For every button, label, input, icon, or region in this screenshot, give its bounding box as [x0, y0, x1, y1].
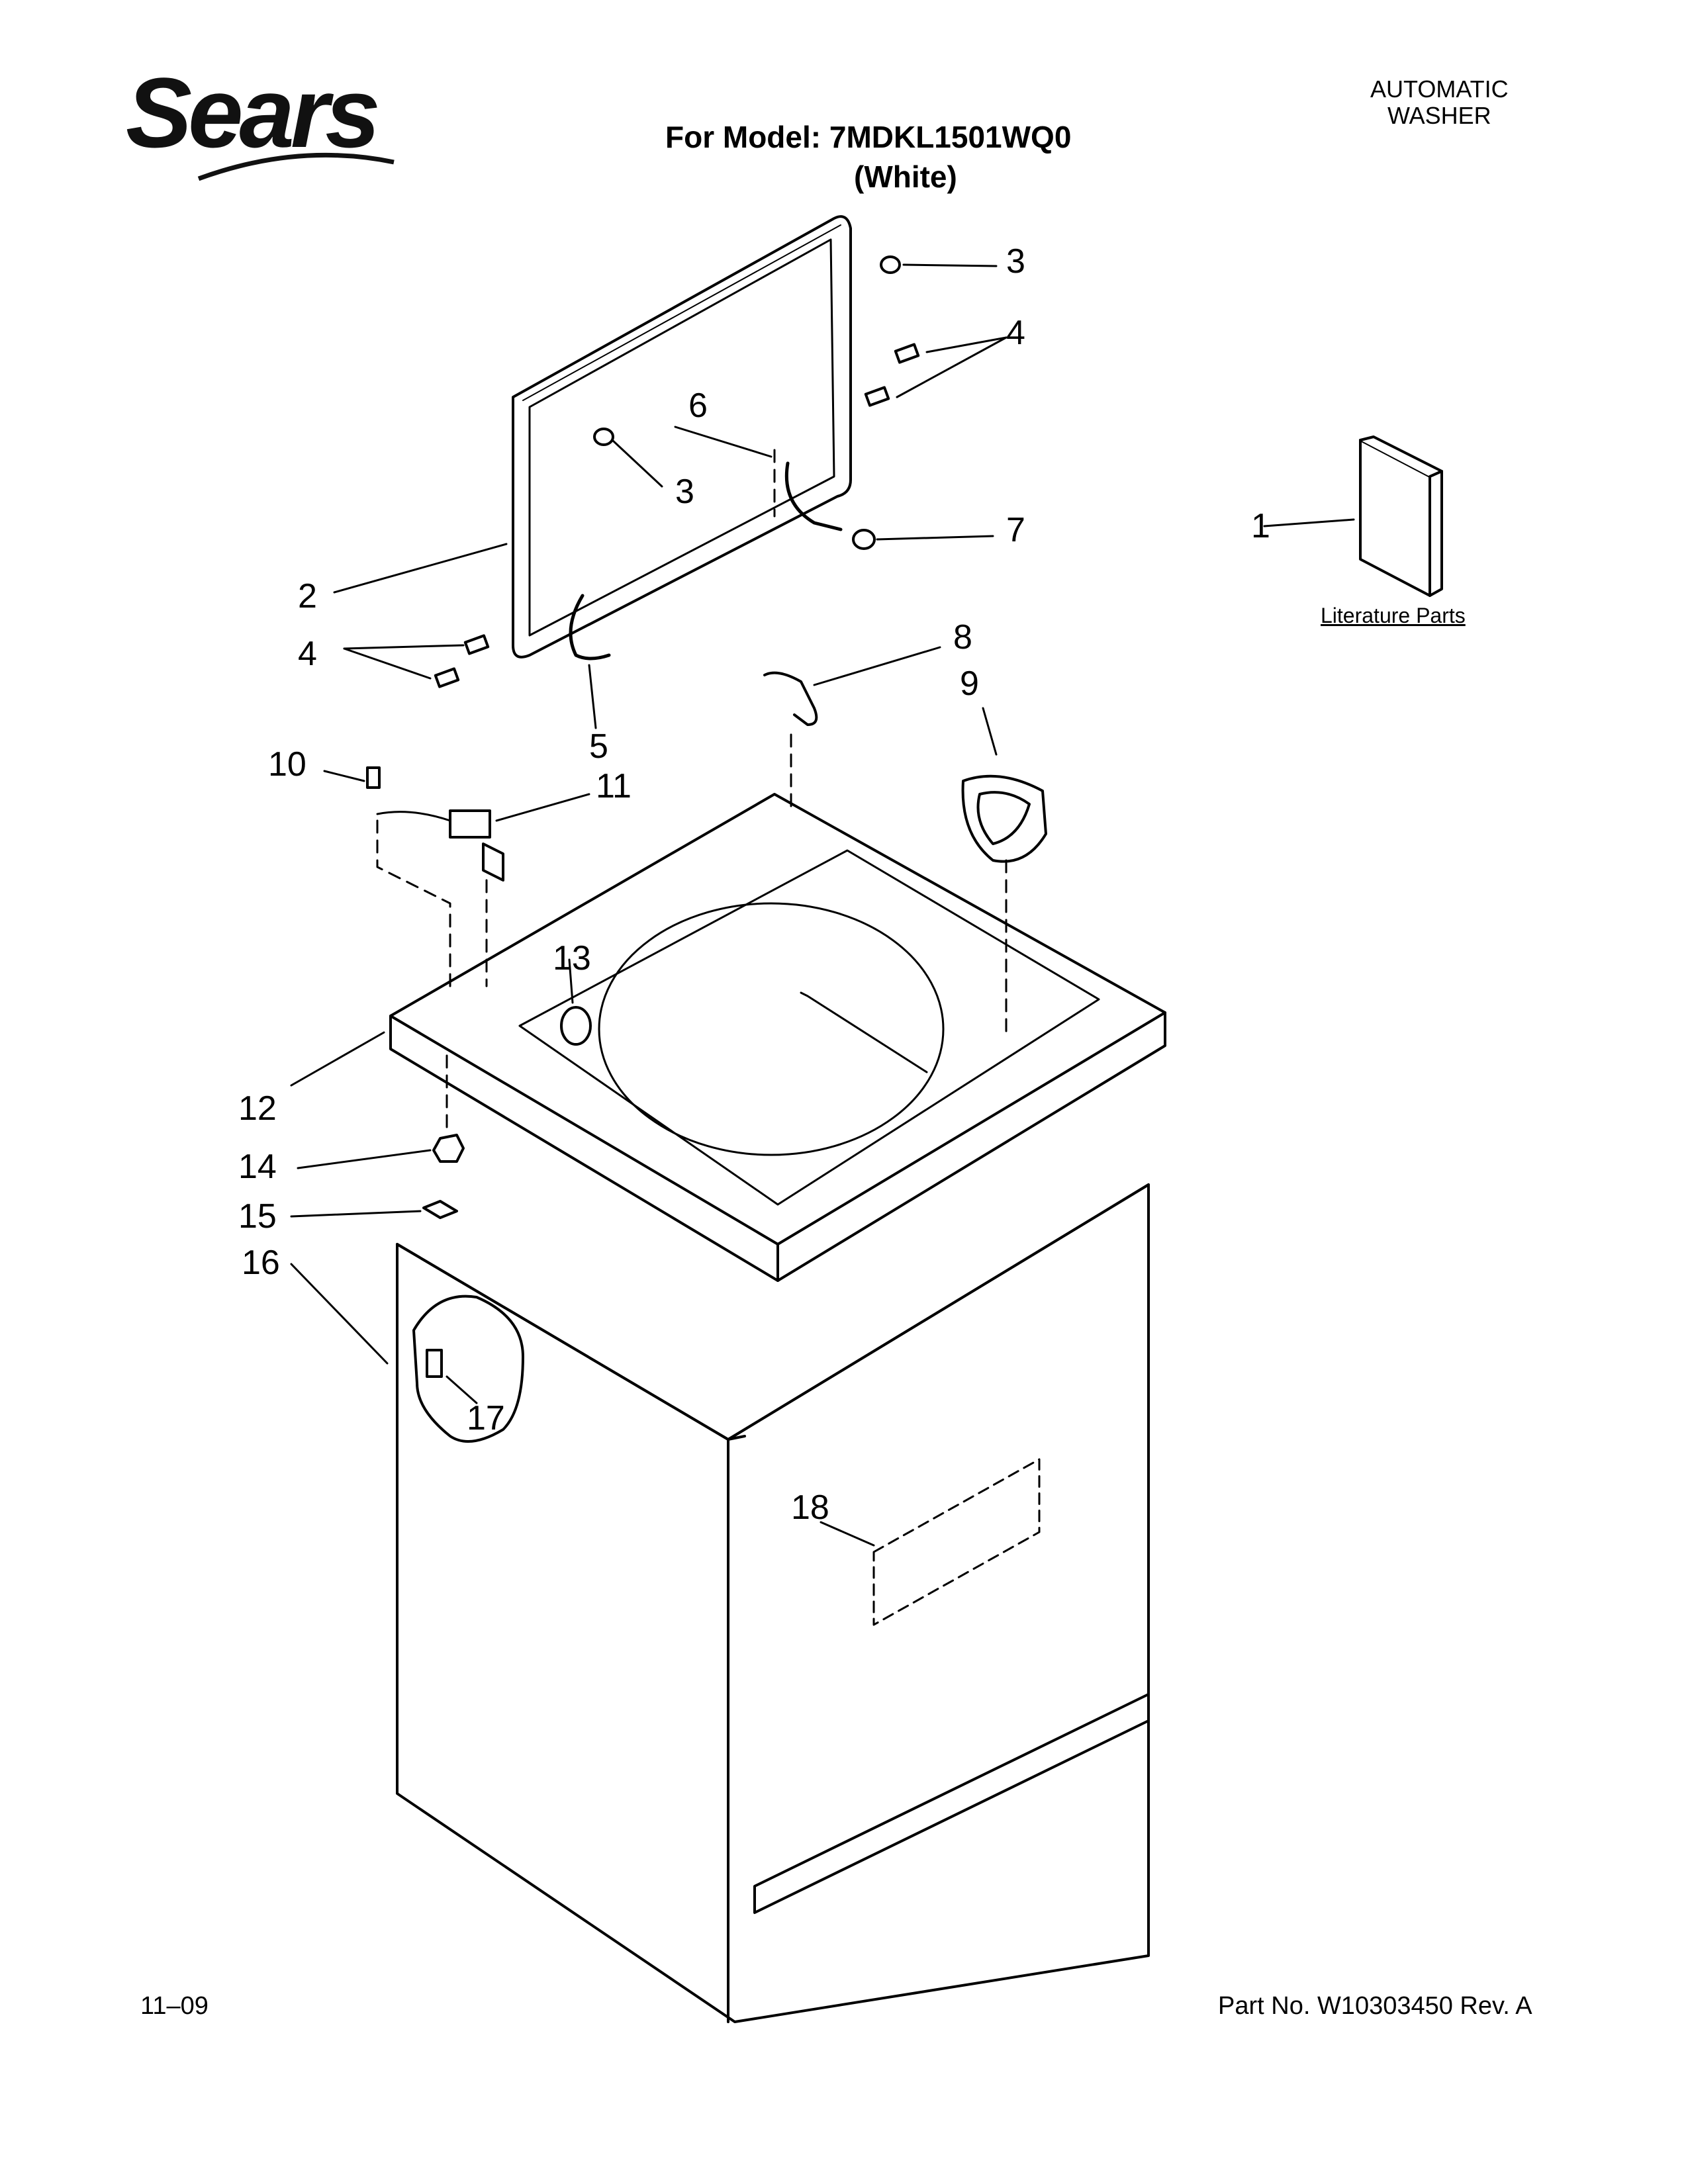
callout-12: 12 — [238, 1089, 277, 1128]
model-color: (White) — [854, 159, 957, 194]
literature-booklet-part — [1359, 435, 1443, 597]
callout-7: 7 — [1006, 511, 1025, 549]
top-panel-part — [389, 793, 1166, 1282]
hinge-rod-part — [569, 594, 611, 660]
callout-4-right: 4 — [1006, 314, 1025, 352]
hinge-screw-part — [864, 386, 890, 407]
callout-13: 13 — [553, 939, 591, 978]
callout-9: 9 — [960, 664, 979, 703]
clip-part — [422, 1200, 458, 1219]
callout-15: 15 — [238, 1197, 277, 1236]
callout-8: 8 — [953, 618, 972, 657]
document-type-line2: WASHER — [1387, 102, 1491, 129]
revision-date: 11–09 — [140, 1992, 209, 2020]
cabinet-cutaway — [412, 1295, 524, 1443]
lid-switch-part — [449, 809, 491, 839]
callout-3-upper: 3 — [1006, 242, 1025, 281]
callout-2: 2 — [298, 577, 317, 615]
callout-18: 18 — [791, 1488, 829, 1527]
grommet-part — [560, 1006, 592, 1046]
hinge-screw-part — [434, 667, 460, 688]
callout-1: 1 — [1251, 507, 1270, 545]
callout-4-left: 4 — [298, 635, 317, 673]
lid-bumper-part — [593, 428, 614, 446]
callout-3-lower: 3 — [675, 473, 694, 511]
leader-lines — [290, 263, 1355, 1547]
hinge-rod-upper-part — [784, 461, 843, 531]
document-type-line1: AUTOMATIC — [1370, 75, 1509, 103]
dispenser-cup-part — [961, 774, 1047, 863]
model-title: For Model: 7MDKL1501WQ0 — [665, 120, 1072, 154]
cabinet-part — [396, 1183, 1150, 2023]
callout-numbers: 1 2 3 3 4 4 5 6 7 8 9 10 11 12 13 14 15 … — [238, 242, 1270, 1527]
callout-16: 16 — [242, 1244, 280, 1282]
energy-label-part — [872, 1458, 1041, 1626]
lid-switch-wire — [376, 811, 451, 822]
callout-17: 17 — [467, 1399, 505, 1437]
hinge-screw-part — [463, 634, 490, 655]
callout-10: 10 — [268, 745, 306, 784]
sears-logo: Sears — [126, 63, 404, 185]
cabinet-screw-part — [426, 1349, 443, 1378]
lid-switch-screw-part — [366, 766, 381, 789]
callout-5: 5 — [589, 727, 608, 766]
brand-wordmark: Sears — [126, 57, 381, 168]
lid-switch-bracket-part — [763, 671, 818, 726]
lid-part — [512, 215, 852, 659]
hinge-cap-part — [852, 529, 876, 550]
callout-6: 6 — [688, 387, 708, 425]
callout-11: 11 — [596, 767, 632, 805]
literature-parts-label: Literature Parts — [1321, 604, 1466, 627]
document-type: AUTOMATIC WASHER — [1370, 76, 1509, 129]
hinge-screw-part — [894, 343, 920, 364]
callout-14: 14 — [238, 1148, 277, 1186]
logo-swoosh-icon — [197, 152, 395, 181]
nut-part — [432, 1134, 465, 1163]
lid-bumper-part — [880, 255, 901, 274]
part-number: Part No. W10303450 Rev. A — [1218, 1992, 1532, 2020]
